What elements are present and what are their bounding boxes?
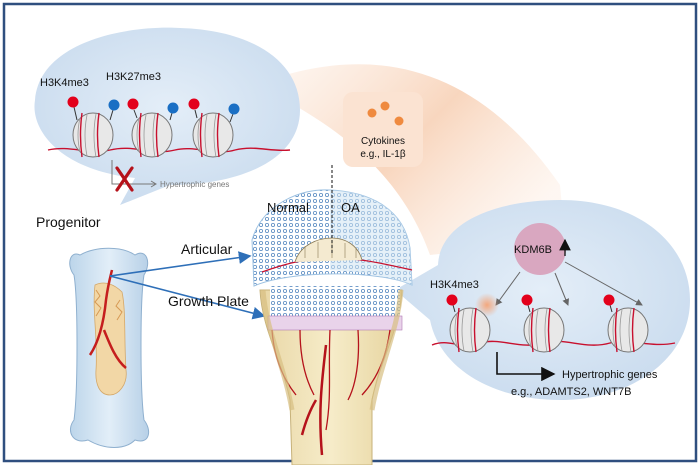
growth-plate-label: Growth Plate (168, 293, 249, 309)
cytokines-box (343, 92, 423, 167)
hypertrophic-genes-active-label: Hypertrophic genes (562, 369, 658, 381)
arrow-to-growth-plate (109, 275, 266, 320)
nucleosome-top-2 (131, 112, 173, 158)
normal-label: Normal (267, 200, 309, 215)
nucleosome-top-1 (72, 112, 114, 158)
active-transcription-arrow (496, 352, 556, 382)
h3k4me3-mark (188, 98, 200, 110)
oa-label: OA (341, 200, 360, 215)
histone-marks-right (446, 294, 615, 313)
h3k4me3-mark (521, 294, 533, 306)
h3k27me3-mark (228, 103, 240, 115)
kdm6b-arrow-3 (564, 261, 643, 306)
h3k27me3-label-top: H3K27me3 (106, 71, 161, 83)
h3k4me3-label-right: H3K4me3 (430, 279, 479, 291)
arrow-to-articular (109, 251, 252, 277)
h3k27me3-mark (167, 102, 179, 114)
h3k4me3-mark (603, 294, 615, 306)
progenitor-bone (69, 247, 150, 448)
cytokines-label: Cytokines (361, 136, 405, 147)
example-genes-label: e.g., ADAMTS2, WNT7B (511, 386, 631, 398)
h3k4me3-mark (446, 294, 458, 306)
progenitor-chromatin-bubble (34, 27, 301, 206)
nucleosome-top-3 (192, 112, 234, 158)
h3k4me3-label-top: H3K4me3 (40, 77, 89, 89)
cytokine-dot (367, 108, 377, 118)
kdm6b-arrow-2 (554, 272, 569, 306)
h3k4me3-mark (127, 98, 139, 110)
cytokine-dot (394, 116, 404, 126)
kdm6b-circle (514, 223, 566, 275)
nucleosome-right-2 (523, 307, 565, 353)
nucleosome-right-1 (449, 307, 491, 353)
joint-bone (251, 189, 413, 465)
articular-label: Articular (181, 241, 233, 257)
progenitor-label: Progenitor (36, 214, 101, 230)
kdm6b-arrow-1 (495, 271, 521, 306)
kdm6b-label: KDM6B (514, 244, 552, 256)
h3k4me3-mark (67, 96, 79, 108)
hypertrophic-genes-blocked-label: Hypertrophic genes (160, 180, 229, 189)
cytokine-dot (380, 101, 390, 111)
x-mark (115, 166, 134, 192)
blocked-transcription-arrow (111, 160, 157, 188)
h3k27me3-mark (108, 99, 120, 111)
histone-marks-top (67, 96, 240, 123)
cytokines-example-label: e.g., IL-1β (360, 149, 405, 160)
nucleosome-right-3 (607, 307, 649, 353)
